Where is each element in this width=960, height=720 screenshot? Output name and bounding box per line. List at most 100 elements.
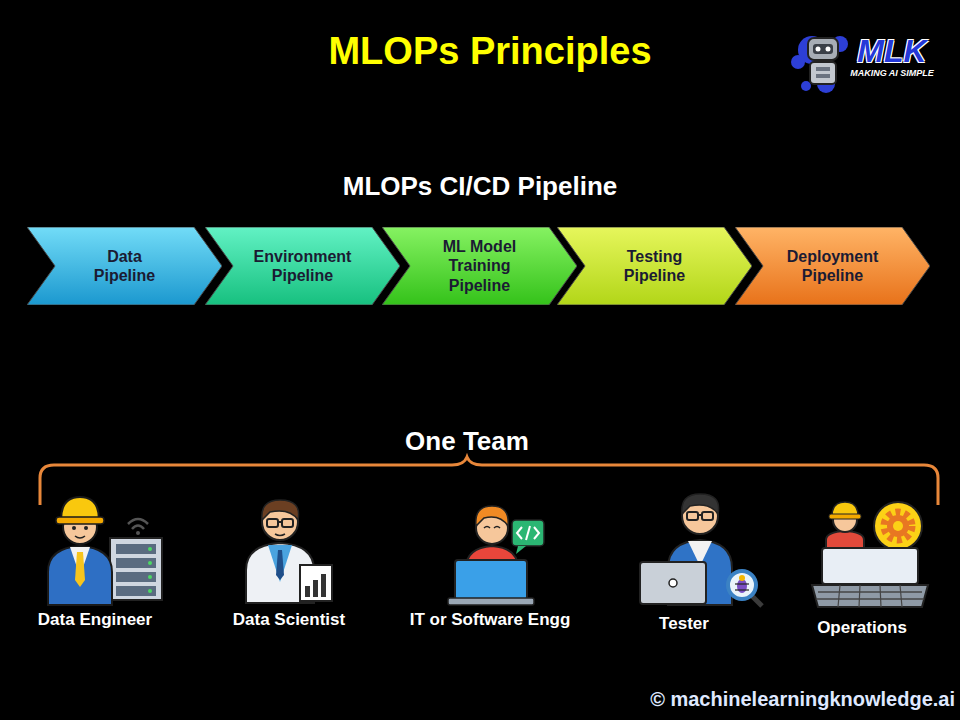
chevron-shape bbox=[735, 227, 930, 305]
copyright-note: © machinelearningknowledge.ai bbox=[560, 688, 955, 711]
tester-icon bbox=[640, 494, 762, 606]
data-engineer-icon bbox=[148, 575, 152, 579]
operations-icon bbox=[818, 591, 922, 593]
pipeline-stage: Testing Pipeline bbox=[557, 227, 752, 305]
operations-icon bbox=[874, 502, 922, 550]
data-scientist-icon bbox=[321, 574, 326, 597]
data-engineer-icon bbox=[110, 538, 162, 600]
software-engineer-icon bbox=[516, 546, 526, 554]
role-label: Data Scientist bbox=[194, 610, 384, 630]
operations-icon bbox=[893, 521, 903, 531]
tester-icon bbox=[752, 596, 762, 606]
data-scientist-icon bbox=[276, 550, 284, 580]
operations-icon bbox=[880, 585, 881, 607]
data-engineer-icon bbox=[116, 544, 156, 554]
data-engineer-icon bbox=[116, 572, 156, 582]
chevron-shape bbox=[27, 227, 222, 305]
data-scientist-icon bbox=[278, 521, 282, 523]
pipeline-stage: Data Pipeline bbox=[27, 227, 222, 305]
software-engineer-icon bbox=[476, 506, 508, 526]
logo-robot bbox=[813, 44, 833, 54]
data-engineer-icon bbox=[75, 536, 85, 538]
software-engineer-icon bbox=[448, 598, 534, 605]
data-engineer-icon bbox=[136, 531, 140, 535]
operations-icon bbox=[838, 585, 840, 607]
stage-label: Testing Pipeline bbox=[607, 247, 702, 285]
role-label: Operations bbox=[782, 618, 942, 638]
role-label: Data Engineer bbox=[0, 610, 190, 630]
tester-icon bbox=[735, 583, 749, 584]
data-scientist-icon bbox=[300, 565, 332, 601]
stage-label: Deployment Pipeline bbox=[775, 247, 890, 285]
chevron-shape bbox=[27, 227, 222, 305]
operations-icon bbox=[887, 515, 909, 537]
logo-robot bbox=[816, 67, 830, 71]
data-engineer-icon bbox=[72, 526, 76, 530]
data-scientist-icon bbox=[282, 519, 293, 527]
data-scientist-icon bbox=[305, 586, 310, 597]
tester-icon bbox=[702, 512, 713, 520]
operations-icon bbox=[829, 514, 861, 519]
stage-label: ML Model Training Pipeline bbox=[422, 237, 537, 295]
data-engineer-icon bbox=[56, 517, 104, 524]
pipeline-stage: Environment Pipeline bbox=[205, 227, 400, 305]
chevron-shape bbox=[735, 227, 930, 305]
data-engineer-icon bbox=[148, 547, 152, 551]
tester-icon bbox=[682, 494, 719, 514]
logo-robot bbox=[808, 38, 838, 60]
logo-robot bbox=[801, 81, 811, 91]
tester-icon bbox=[669, 579, 677, 587]
chevron-shape bbox=[382, 227, 577, 305]
software-engineer-icon bbox=[455, 560, 527, 600]
data-scientist-icon bbox=[313, 580, 318, 597]
data-engineer-icon bbox=[116, 558, 156, 568]
data-scientist-icon bbox=[246, 500, 332, 603]
data-engineer-icon bbox=[128, 519, 148, 524]
data-engineer-icon bbox=[84, 526, 88, 530]
pipeline-stage: ML Model Training Pipeline bbox=[382, 227, 577, 305]
tester-icon bbox=[737, 579, 747, 593]
data-engineer-icon bbox=[116, 586, 156, 596]
logo-robot bbox=[810, 62, 836, 84]
data-engineer-icon bbox=[48, 497, 162, 605]
chevron-shape bbox=[557, 227, 752, 305]
pipeline-stage: Deployment Pipeline bbox=[735, 227, 930, 305]
data-scientist-icon bbox=[262, 500, 299, 520]
operations-icon bbox=[812, 585, 928, 607]
software-engineer-icon bbox=[512, 520, 544, 546]
logo-robot bbox=[826, 47, 831, 52]
chevron-shape bbox=[557, 227, 752, 305]
section-heading: MLOPs CI/CD Pipeline bbox=[260, 172, 700, 202]
software-engineer-icon bbox=[534, 527, 539, 539]
tester-icon bbox=[687, 512, 698, 520]
data-engineer-icon bbox=[75, 552, 85, 587]
logo-tagline: MAKING AI SIMPLE bbox=[838, 68, 946, 78]
data-engineer-icon bbox=[132, 526, 144, 530]
software-engineer-icon bbox=[484, 527, 490, 529]
role-label: Tester bbox=[604, 614, 764, 634]
data-engineer-icon bbox=[148, 589, 152, 593]
logo-robot bbox=[816, 74, 830, 78]
chevron-shape bbox=[205, 227, 400, 305]
operations-icon bbox=[859, 585, 860, 607]
role-label: IT or Software Engg bbox=[375, 610, 605, 630]
title: MLOPs Principles bbox=[280, 30, 700, 74]
software-engineer-icon bbox=[526, 526, 530, 540]
software-engineer-icon bbox=[517, 527, 522, 539]
team-bracket bbox=[40, 457, 938, 505]
data-scientist-icon bbox=[268, 545, 292, 582]
operations-icon bbox=[812, 502, 928, 607]
tester-icon bbox=[735, 589, 749, 590]
logo-text: MLK bbox=[842, 33, 942, 70]
stage-label: Data Pipeline bbox=[77, 247, 172, 285]
operations-icon bbox=[900, 585, 902, 607]
tester-icon bbox=[698, 514, 702, 516]
logo-robot bbox=[791, 55, 805, 69]
operations-icon bbox=[884, 512, 912, 540]
stage-label: Environment Pipeline bbox=[245, 247, 360, 285]
software-engineer-icon bbox=[448, 506, 544, 605]
software-engineer-icon bbox=[494, 527, 500, 529]
data-scientist-icon bbox=[267, 519, 278, 527]
tester-icon bbox=[640, 562, 706, 604]
